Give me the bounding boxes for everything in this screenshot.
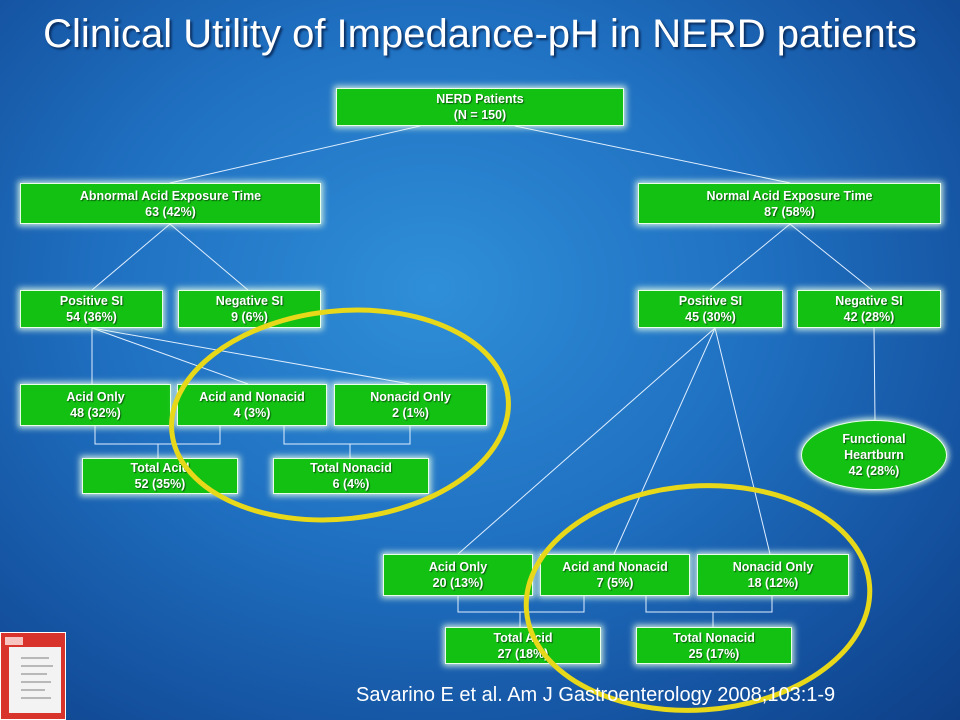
node-label: NERD Patients [436, 92, 524, 106]
node-value: 6 (4%) [332, 477, 370, 491]
node-value: 4 (3%) [233, 406, 271, 420]
highlight-ring-abnormal-nonacid [169, 307, 511, 523]
node-value: 25 (17%) [688, 646, 740, 661]
journal-cover-thumbnail [0, 632, 66, 720]
node-label: Nonacid Only [732, 560, 814, 574]
node-label: Normal Acid Exposure Time [706, 188, 873, 203]
citation-text: Savarino E et al. Am J Gastroenterology … [356, 684, 836, 706]
node-value: 52 (35%) [134, 477, 186, 491]
node-value: 42 (28%) [848, 464, 900, 478]
node-label: Abnormal Acid Exposure Time [79, 188, 262, 203]
node-label: Total Acid [130, 461, 190, 475]
normal-positive-si-node: Positive SI 45 (30%) [638, 290, 783, 328]
node-label: Acid and Nonacid [199, 390, 305, 404]
abnormal-total-acid-node: Total Acid 52 (35%) [82, 458, 238, 494]
normal-acid-only-node: Acid Only 20 (13%) [383, 554, 533, 596]
abnormal-total-nonacid-node: Total Nonacid 6 (4%) [273, 458, 429, 494]
node-value: 18 (12%) [747, 576, 799, 590]
node-label: Nonacid Only [370, 390, 451, 404]
node-label: Total Nonacid [310, 461, 392, 475]
normal-total-nonacid-node: Total Nonacid 25 (17%) [636, 627, 792, 664]
normal-acid-exposure-node: Normal Acid Exposure Time 87 (58%) [638, 183, 941, 224]
node-value: (N = 150) [453, 108, 507, 122]
node-label: Acid and Nonacid [562, 560, 668, 574]
node-label: Negative SI [835, 294, 903, 308]
node-label: Positive SI [678, 294, 743, 308]
node-label: Acid Only [428, 560, 488, 574]
nerd-patients-node: NERD Patients (N = 150) [336, 88, 624, 126]
node-label-continued: Heartburn [844, 448, 904, 462]
node-label: Acid Only [66, 390, 125, 404]
node-value: 7 (5%) [596, 576, 634, 590]
normal-total-acid-node: Total Acid 27 (18%) [445, 627, 601, 664]
normal-nonacid-only-node: Nonacid Only 18 (12%) [697, 554, 849, 596]
slide-title: Clinical Utility of Impedance-pH in NERD… [43, 12, 917, 56]
node-value: 9 (6%) [231, 310, 268, 324]
abnormal-acid-and-nonacid-node: Acid and Nonacid 4 (3%) [177, 384, 327, 426]
abnormal-positive-si-node: Positive SI 54 (36%) [20, 290, 163, 328]
node-value: 20 (13%) [432, 576, 484, 590]
node-value: 54 (36%) [66, 310, 117, 324]
node-value: 27 (18%) [497, 646, 549, 661]
abnormal-negative-si-node: Negative SI 9 (6%) [178, 290, 321, 328]
node-label: Positive SI [59, 294, 124, 308]
node-label: Negative SI [215, 294, 284, 308]
normal-acid-and-nonacid-node: Acid and Nonacid 7 (5%) [540, 554, 690, 596]
abnormal-nonacid-only-node: Nonacid Only 2 (1%) [334, 384, 487, 426]
node-value: 45 (30%) [685, 310, 736, 324]
abnormal-acid-only-node: Acid Only 48 (32%) [20, 384, 171, 426]
abnormal-acid-exposure-node: Abnormal Acid Exposure Time 63 (42%) [20, 183, 321, 224]
node-value: 2 (1%) [392, 406, 429, 420]
node-label: Functional [842, 432, 906, 446]
node-value: 87 (58%) [764, 204, 815, 219]
functional-heartburn-node: Functional Heartburn 42 (28%) [801, 420, 947, 490]
node-value: 63 (42%) [145, 204, 196, 219]
normal-negative-si-node: Negative SI 42 (28%) [797, 290, 941, 328]
node-label: Total Nonacid [673, 630, 755, 645]
node-value: 42 (28%) [843, 310, 895, 324]
node-value: 48 (32%) [70, 406, 121, 420]
highlight-ring-normal-nonacid [523, 483, 873, 713]
journal-logo-icon [5, 637, 23, 645]
